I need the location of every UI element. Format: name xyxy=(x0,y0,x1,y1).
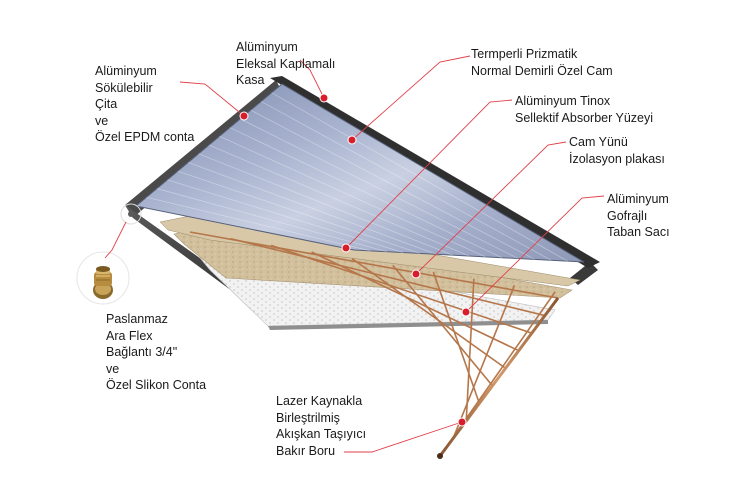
label-strip: Alüminyum Sökülebilir Çita ve Özel EPDM … xyxy=(95,64,195,144)
corner-fitting xyxy=(128,211,134,217)
copper-pipe-grid xyxy=(189,231,559,457)
leader-lines xyxy=(104,55,605,453)
glass-prism-line xyxy=(198,153,453,256)
glass-prism-line xyxy=(146,196,371,252)
glass-prism-line xyxy=(177,170,420,254)
callout-markers xyxy=(239,93,471,427)
glass-prism-line xyxy=(219,135,486,258)
leader-glass xyxy=(351,55,471,141)
glass-prism-line xyxy=(167,179,404,253)
label-absorber: Alüminyum Tinox Sellektif Absorber Yüzey… xyxy=(515,94,654,125)
copper-pipe-end xyxy=(437,453,443,459)
glass-prism-line xyxy=(208,144,470,257)
glass-cover xyxy=(134,83,585,263)
glass-prism-line xyxy=(156,188,387,253)
marker-pipe xyxy=(457,417,467,427)
marker-glass xyxy=(347,135,357,145)
leader-pipe xyxy=(344,421,463,453)
copper-header-pipe xyxy=(438,297,560,457)
glass-prism-line xyxy=(250,109,535,260)
frame-top-rim xyxy=(270,76,600,268)
copper-riser-pipe xyxy=(311,251,520,352)
leader-fitting xyxy=(104,221,127,259)
label-pipe: Lazer Kaynakla Birleştrilmiş Akışkan Taş… xyxy=(276,394,367,458)
label-frame: Alüminyum Eleksal Kaplamalı Kasa xyxy=(236,40,336,87)
copper-riser-pipe xyxy=(270,244,533,334)
marker-frame xyxy=(319,93,329,103)
marker-insulation xyxy=(411,269,421,279)
leader-insulation xyxy=(415,141,567,275)
glass-prism-line xyxy=(240,118,519,259)
glass-prism-line xyxy=(271,92,568,262)
copper-riser-pipe xyxy=(351,258,507,369)
leader-absorber xyxy=(345,99,513,249)
glass-prism-lines xyxy=(146,92,568,262)
glass-prism-line xyxy=(229,127,503,259)
glass-prism-line xyxy=(188,162,437,255)
label-back-sheet: Alüminyum Gofrajlı Taban Sacı xyxy=(607,192,670,239)
marker-back-sheet xyxy=(461,307,471,317)
label-insulation: Cam Yünü İzolasyon plakası xyxy=(569,135,665,166)
corner-detail-ring xyxy=(120,203,142,225)
glass-prism-line xyxy=(260,101,552,261)
copper-riser-pipe xyxy=(432,271,481,404)
leader-back-sheet xyxy=(465,195,605,313)
leader-frame xyxy=(299,59,325,99)
label-fitting: Paslanmaz Ara Flex Bağlantı 3/4" ve Özel… xyxy=(106,312,207,392)
copper-riser-pipe xyxy=(392,264,494,387)
copper-riser-pipe xyxy=(230,237,546,317)
back-sheet-edge xyxy=(268,320,548,330)
marker-strip xyxy=(239,111,249,121)
marker-absorber xyxy=(341,243,351,253)
copper-riser-pipe xyxy=(465,278,475,421)
copper-riser-pipe xyxy=(452,285,516,439)
label-glass: Termperli Prizmatik Normal Demirli Özel … xyxy=(471,47,613,78)
brass-flex-connector-icon xyxy=(76,251,130,305)
leader-strip xyxy=(179,81,245,117)
